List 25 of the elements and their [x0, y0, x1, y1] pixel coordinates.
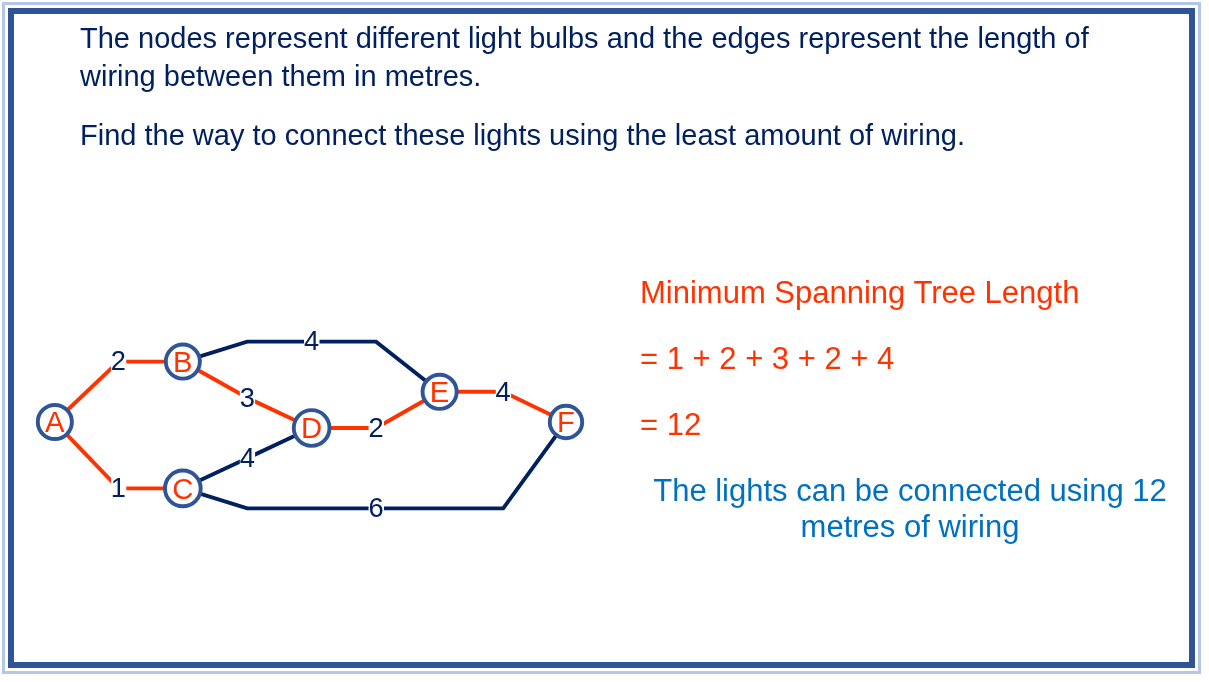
result-heading: Minimum Spanning Tree Length [640, 275, 1081, 311]
connector [65, 359, 166, 412]
conclusion-text: The lights can be connected using 12 metres of wiring [652, 473, 1168, 545]
instruction-text: The nodes represent different light bulbs and the edges represent the length of wiring between them in metres. [80, 21, 1090, 94]
node-circle: B [163, 342, 202, 381]
edge-label: 6 [368, 492, 384, 523]
total-value: = 12 [640, 407, 703, 443]
edge-label: 2 [368, 412, 384, 443]
node-circle: C [163, 468, 203, 509]
instruction-text: Find the way to connect these lights using the least amount of wiring. [80, 118, 966, 154]
node-circle: A [35, 403, 74, 441]
edge-label: 2 [110, 346, 127, 377]
connector [196, 368, 297, 423]
node-circle: E [420, 372, 459, 411]
connector [198, 339, 428, 383]
connector [198, 433, 297, 483]
edge-label: 4 [304, 326, 320, 357]
edge-label: 3 [239, 382, 255, 413]
connector [199, 433, 558, 511]
sum-equation: = 1 + 2 + 3 + 2 + 4 [640, 341, 896, 377]
edge-label: 4 [239, 442, 255, 473]
edge-label: 1 [110, 472, 127, 503]
edge-label: 4 [495, 376, 511, 407]
node-circle: D [291, 408, 332, 448]
node-circle: F [547, 403, 585, 441]
